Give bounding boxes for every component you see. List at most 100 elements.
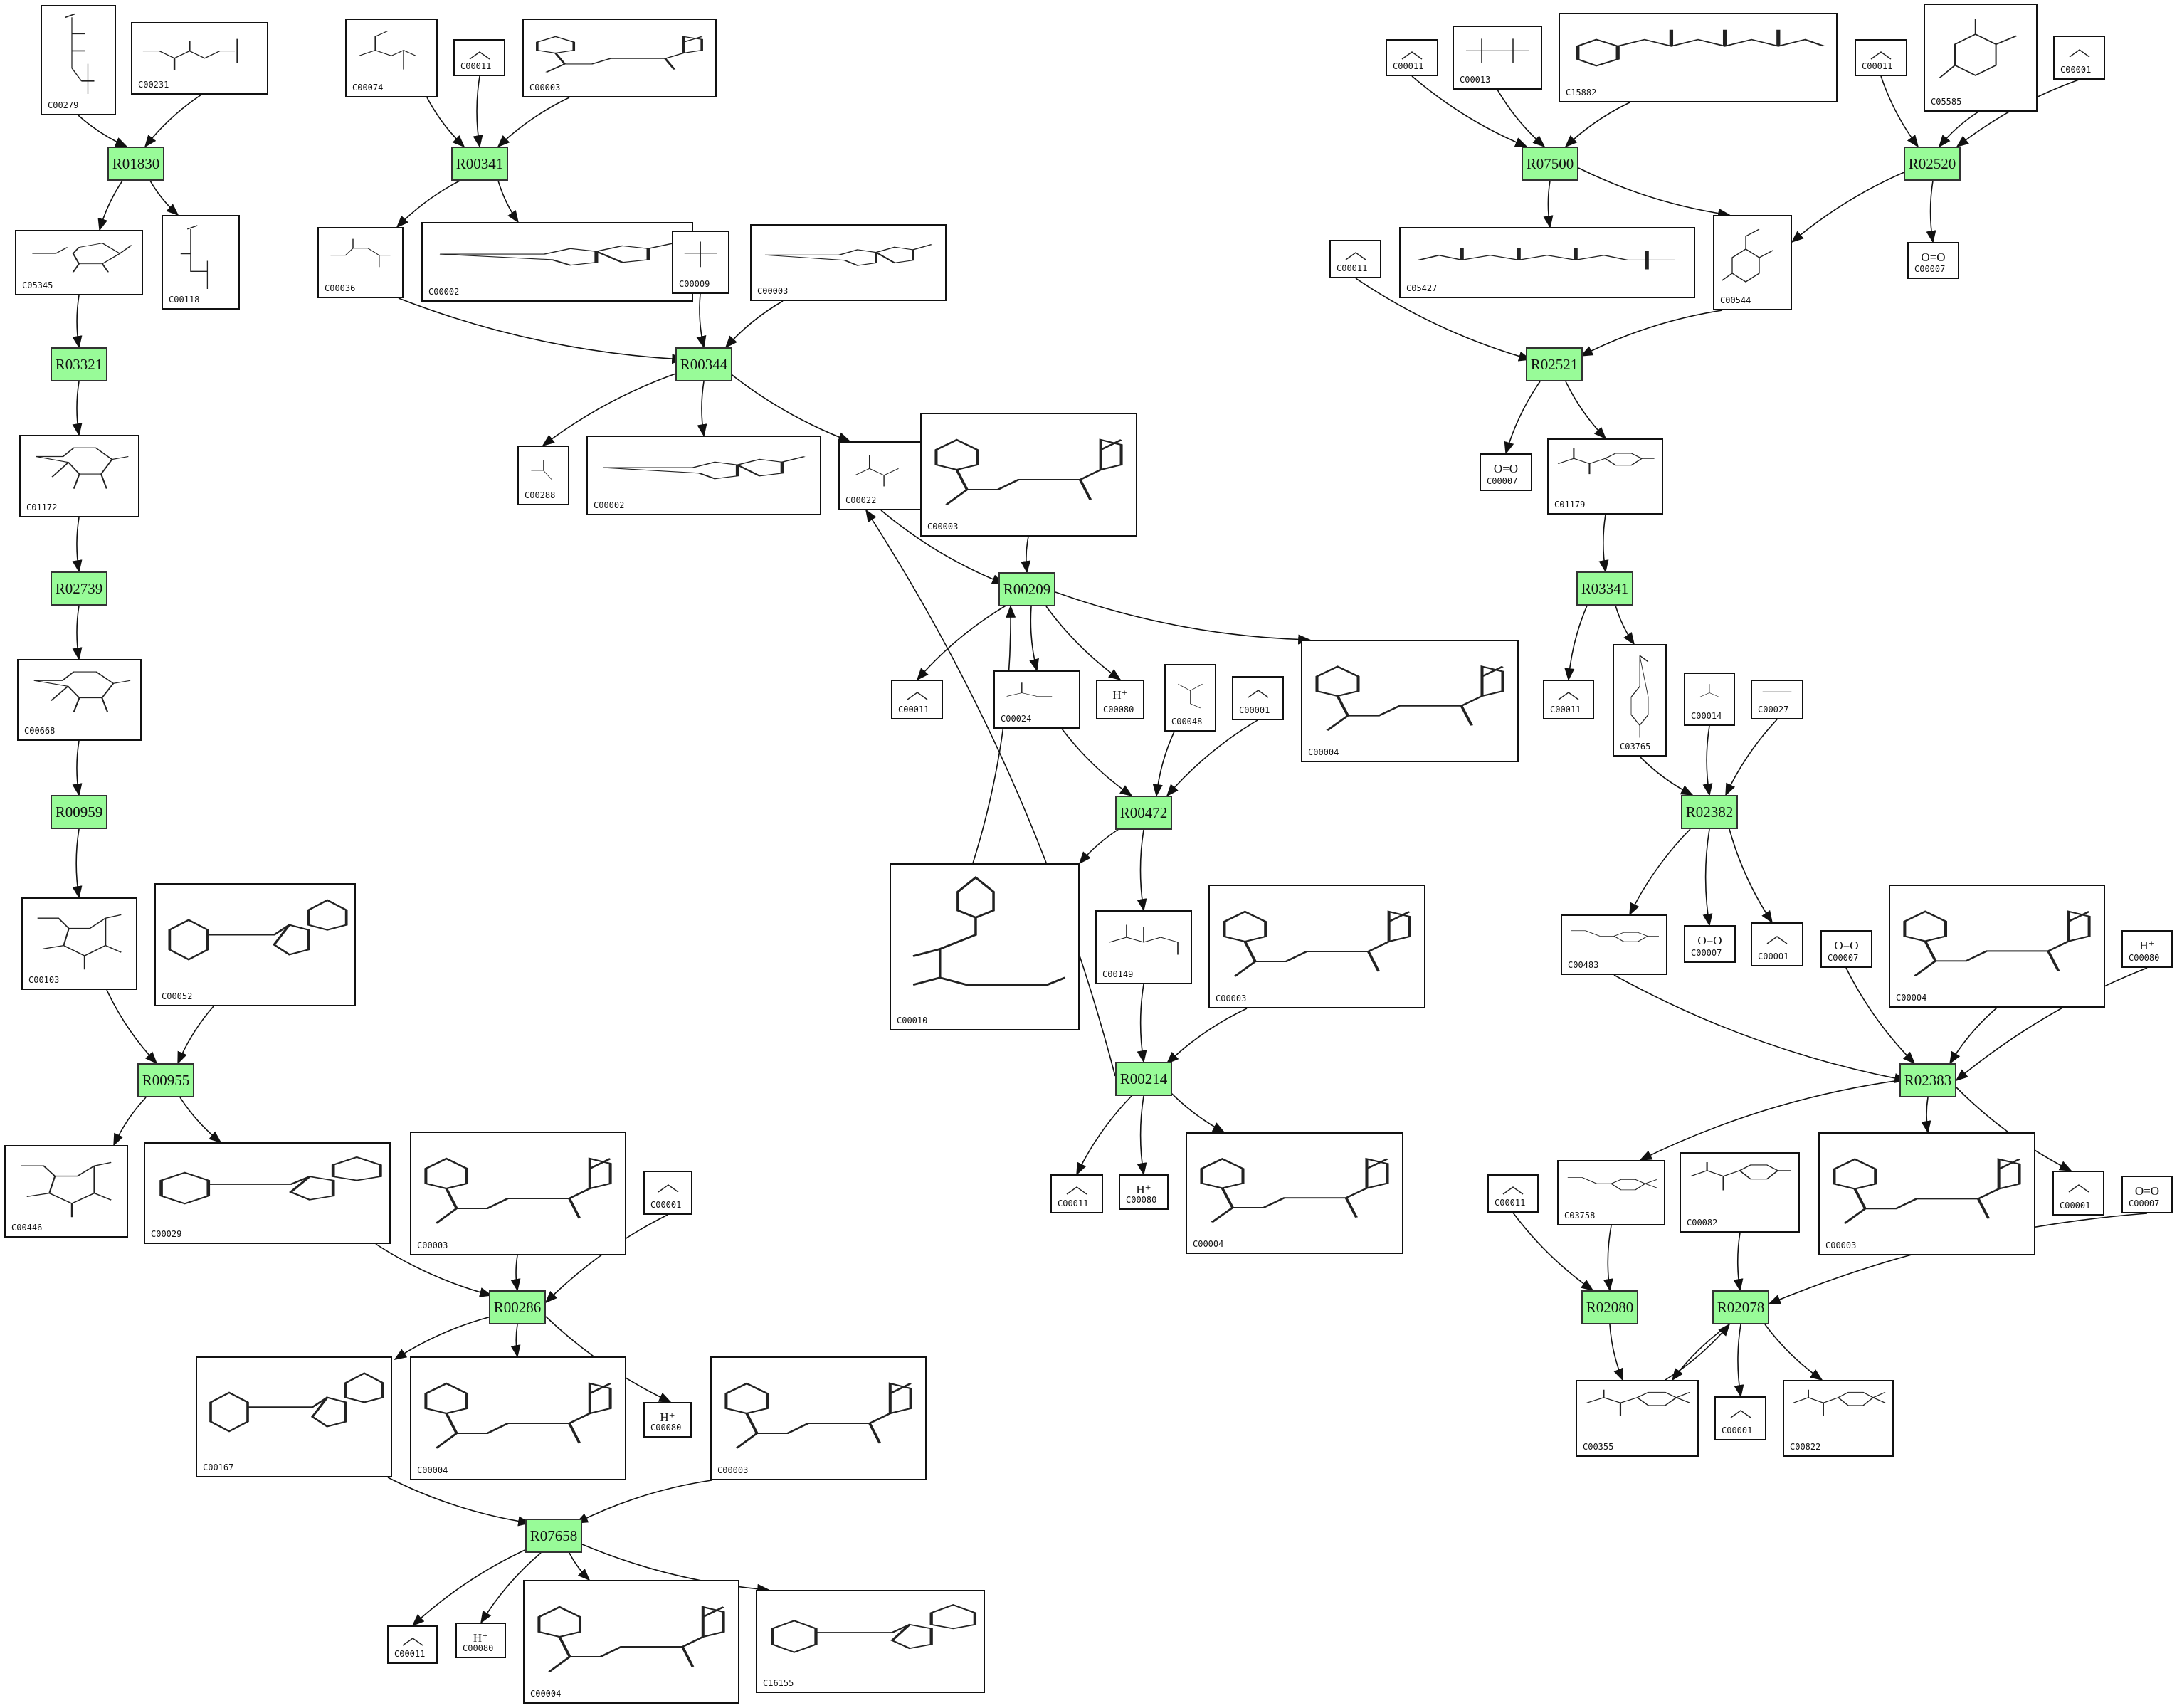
compound-c00011[interactable]: C00011 (891, 680, 943, 719)
reaction-r02078[interactable]: R02078 (1712, 1290, 1769, 1324)
compound-c16155[interactable]: C16155 (756, 1590, 985, 1693)
compound-c00001[interactable]: C00001 (2052, 1171, 2104, 1216)
compound-c00007[interactable]: O=O C00007 (1820, 930, 1872, 968)
compound-c00007[interactable]: O=O C00007 (1684, 925, 1736, 963)
reaction-r00341[interactable]: R00341 (451, 147, 508, 181)
compound-c05585[interactable]: C05585 (1924, 4, 2038, 112)
compound-c00022[interactable]: C00022 (838, 441, 922, 510)
compound-c00004[interactable]: C00004 (523, 1580, 739, 1704)
reaction-edge (1055, 591, 1311, 645)
reaction-r00286[interactable]: R00286 (489, 1290, 546, 1324)
reaction-edge (72, 295, 83, 349)
reaction-r01830[interactable]: R01830 (107, 147, 164, 181)
compound-c00001[interactable]: C00001 (1714, 1396, 1766, 1440)
compound-c00231[interactable]: C00231 (131, 22, 268, 95)
compound-c00001[interactable]: C00001 (2053, 36, 2105, 80)
compound-c00080[interactable]: H⁺ C00080 (1096, 680, 1144, 719)
compound-c00080[interactable]: H⁺ C00080 (455, 1623, 506, 1658)
reaction-r02383[interactable]: R02383 (1899, 1063, 1956, 1097)
compound-c00014[interactable]: C00014 (1684, 673, 1735, 726)
compound-id: C00544 (1720, 295, 1751, 305)
compound-c00011[interactable]: C00011 (1329, 240, 1381, 278)
compound-c00011[interactable]: C00011 (1386, 39, 1438, 76)
compound-c00036[interactable]: C00036 (317, 227, 404, 298)
compound-c00118[interactable]: C00118 (162, 215, 240, 310)
compound-c00003[interactable]: C00003 (750, 224, 947, 301)
compound-c03765[interactable]: C03765 (1613, 644, 1667, 757)
reaction-r02521[interactable]: R02521 (1526, 347, 1583, 381)
compound-c00011[interactable]: C00011 (1050, 1174, 1103, 1213)
compound-c00029[interactable]: C00029 (144, 1142, 391, 1244)
reaction-r07500[interactable]: R07500 (1522, 147, 1578, 181)
compound-c00483[interactable]: C00483 (1561, 914, 1667, 975)
compound-c00004[interactable]: C00004 (1301, 640, 1519, 762)
compound-c00279[interactable]: C00279 (41, 5, 116, 115)
compound-c03758[interactable]: C03758 (1557, 1160, 1665, 1225)
compound-c00080[interactable]: H⁺ C00080 (2121, 930, 2173, 968)
compound-c00011[interactable]: C00011 (387, 1625, 438, 1664)
compound-c00355[interactable]: C00355 (1576, 1380, 1699, 1457)
compound-c00004[interactable]: C00004 (410, 1356, 626, 1480)
reaction-r00955[interactable]: R00955 (137, 1063, 194, 1097)
compound-c00007[interactable]: O=O C00007 (2121, 1176, 2173, 1213)
reaction-r02520[interactable]: R02520 (1904, 147, 1961, 181)
reaction-r02080[interactable]: R02080 (1581, 1290, 1638, 1324)
compound-c00027[interactable]: C00027 (1751, 680, 1803, 719)
compound-c00446[interactable]: C00446 (4, 1145, 128, 1238)
reaction-r03341[interactable]: R03341 (1576, 571, 1633, 606)
compound-c00822[interactable]: C00822 (1783, 1380, 1894, 1457)
reaction-r03321[interactable]: R03321 (51, 347, 107, 381)
compound-c00103[interactable]: C00103 (21, 897, 137, 990)
compound-c00003[interactable]: C00003 (1818, 1132, 2035, 1255)
compound-c00004[interactable]: C00004 (1186, 1132, 1403, 1254)
compound-c00007[interactable]: O=O C00007 (1480, 453, 1532, 491)
compound-c05345[interactable]: C05345 (15, 230, 143, 295)
compound-c00011[interactable]: C00011 (1855, 39, 1907, 76)
compound-c15882[interactable]: C15882 (1559, 13, 1838, 102)
reaction-r00344[interactable]: R00344 (675, 347, 732, 381)
reaction-r00209[interactable]: R00209 (998, 572, 1055, 606)
compound-id: C16155 (763, 1678, 794, 1688)
reaction-r02739[interactable]: R02739 (51, 571, 107, 606)
compound-c00003[interactable]: C00003 (522, 19, 717, 97)
compound-c00011[interactable]: C00011 (1543, 680, 1594, 719)
compound-c00010[interactable]: C00010 (890, 863, 1080, 1030)
compound-c01172[interactable]: C01172 (19, 435, 139, 517)
compound-c00003[interactable]: C00003 (710, 1356, 927, 1480)
reaction-edge (1355, 278, 1532, 362)
compound-c00668[interactable]: C00668 (17, 659, 142, 741)
compound-c00001[interactable]: C00001 (1751, 922, 1803, 966)
compound-c00544[interactable]: C00544 (1713, 215, 1792, 310)
reaction-r02382[interactable]: R02382 (1681, 795, 1738, 829)
compound-c01179[interactable]: C01179 (1547, 438, 1663, 515)
reaction-r07658[interactable]: R07658 (525, 1519, 582, 1553)
compound-c00003[interactable]: C00003 (920, 413, 1137, 537)
compound-c00001[interactable]: C00001 (1232, 676, 1284, 720)
compound-c00011[interactable]: C00011 (1487, 1174, 1539, 1213)
compound-c00288[interactable]: C00288 (517, 446, 569, 505)
compound-c00004[interactable]: C00004 (1889, 885, 2105, 1008)
reaction-r00959[interactable]: R00959 (51, 795, 107, 829)
compound-c00080[interactable]: H⁺ C00080 (1119, 1174, 1169, 1210)
compound-c00048[interactable]: C00048 (1164, 664, 1216, 732)
compound-c00003[interactable]: C00003 (410, 1132, 626, 1255)
compound-c00082[interactable]: C00082 (1680, 1152, 1800, 1233)
compound-c00074[interactable]: C00074 (345, 19, 438, 97)
compound-id: C00011 (1550, 705, 1581, 715)
compound-c00024[interactable]: C00024 (993, 670, 1080, 729)
reaction-r00214[interactable]: R00214 (1115, 1062, 1172, 1096)
compound-c00149[interactable]: C00149 (1095, 910, 1192, 984)
compound-c00167[interactable]: C00167 (196, 1356, 392, 1477)
compound-c00011[interactable]: C00011 (453, 39, 505, 76)
compound-c05427[interactable]: C05427 (1399, 227, 1695, 298)
compound-c00001[interactable]: C00001 (643, 1171, 692, 1215)
reaction-r00472[interactable]: R00472 (1115, 796, 1172, 830)
compound-c00003[interactable]: C00003 (1208, 885, 1425, 1008)
compound-c00002[interactable]: C00002 (586, 436, 821, 515)
compound-c00052[interactable]: C00052 (154, 883, 356, 1006)
compound-c00009[interactable]: C00009 (672, 231, 729, 294)
compound-c00013[interactable]: C00013 (1453, 26, 1542, 90)
compound-c00002[interactable]: C00002 (421, 222, 693, 302)
compound-c00080[interactable]: H⁺ C00080 (643, 1402, 692, 1438)
compound-c00007[interactable]: O=O C00007 (1907, 242, 1959, 279)
